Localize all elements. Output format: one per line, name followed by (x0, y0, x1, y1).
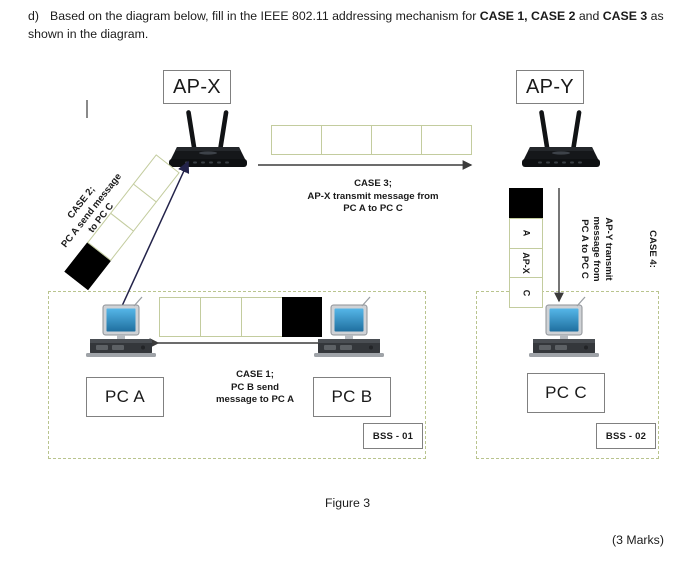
text-cursor-caret (86, 100, 88, 118)
case-4-title-wrapper: CASE 4: (645, 190, 658, 308)
pc-c-label: PC C (545, 383, 587, 402)
figure-caption: Figure 3 (325, 496, 371, 510)
ap-y-router-icon (522, 110, 600, 167)
pc-c-label-box: PC C (527, 373, 605, 413)
case-1-cell-1[interactable] (159, 297, 201, 337)
ap-x-label-box: AP-X (163, 70, 231, 104)
case-1-caption: CASE 1; PC B send message to PC A (185, 369, 325, 407)
case-4-arrow (554, 188, 564, 303)
case-1-cell-2[interactable] (200, 297, 242, 337)
question-part-3: as shown in the diagram. (28, 9, 664, 41)
case-4-cell-3[interactable]: AP-X (509, 247, 543, 279)
case-3-caption: CASE 3; AP-X transmit message from PC A … (283, 178, 463, 216)
pc-b-label: PC B (331, 387, 373, 406)
case-3-cell-3[interactable] (371, 125, 422, 155)
case-3-line3: PC A to PC C (343, 203, 403, 215)
case-3-arrow (258, 160, 473, 170)
ap-x-label: AP-X (173, 75, 221, 98)
bss-01-label-box: BSS - 01 (363, 423, 423, 449)
bss-01-label: BSS - 01 (372, 430, 414, 442)
case-4-cell-3-text: AP-X (520, 252, 531, 274)
case-3-title: CASE 3; (354, 178, 392, 189)
pc-b-computer-icon (314, 296, 384, 357)
question-label: d) (28, 9, 39, 23)
case-3-cell-4[interactable] (421, 125, 472, 155)
case-1-line2: PC B send (231, 381, 279, 393)
ap-y-label-box: AP-Y (516, 70, 584, 104)
case-3-cell-1[interactable] (271, 125, 322, 155)
case-1-cell-4[interactable] (282, 297, 322, 337)
case-4-cell-2[interactable]: A (509, 217, 543, 249)
case-3-frame-strip (271, 125, 475, 155)
case-4-line4: PC A to PC C (578, 219, 590, 279)
question-bold-2: CASE 3 (602, 9, 648, 23)
pc-b-label-box: PC B (313, 377, 391, 417)
pc-a-label-box: PC A (86, 377, 164, 417)
pc-a-label: PC A (105, 387, 145, 406)
bss-region-01 (48, 291, 426, 459)
bss-02-label: BSS - 02 (605, 430, 647, 442)
case-3-cell-2[interactable] (321, 125, 372, 155)
case-1-frame-strip (159, 297, 383, 337)
question-body: Based on the diagram below, fill in the … (28, 9, 664, 41)
case-3-line2: AP-X transmit message from (307, 190, 439, 202)
pc-a-computer-icon (86, 296, 156, 357)
case-4-caption-wrapper: AP-Y transmit message from PC A to PC C … (566, 190, 666, 308)
question-part-1: Based on the diagram below, fill in the … (50, 9, 480, 23)
question-part-2: and (575, 9, 603, 23)
question-bold-1: CASE 1, CASE 2 (479, 9, 576, 23)
case-4-caption: AP-Y transmit message from PC A to PC C (577, 190, 614, 308)
case-1-cell-3[interactable] (241, 297, 283, 337)
case-4-frame-strip: A AP-X C (509, 188, 543, 308)
case-4-cell-4-text: C (521, 289, 531, 296)
case-1-title: CASE 1; (236, 369, 274, 380)
case-4-line3: message from (590, 216, 602, 282)
case-4-line2: AP-Y transmit (603, 217, 614, 281)
question-text: d) Based on the diagram below, fill in t… (28, 8, 683, 43)
pc-a-to-ap-x-arrow (121, 160, 190, 307)
case-4-cell-1[interactable] (509, 188, 543, 219)
bss-02-label-box: BSS - 02 (596, 423, 656, 449)
case-4-title: CASE 4: (647, 230, 658, 268)
bss-region-02 (476, 291, 659, 459)
case-4-cell-2-text: A (521, 229, 531, 237)
ap-y-label: AP-Y (526, 75, 574, 98)
pc-c-computer-icon (529, 296, 599, 357)
case-4-cell-4[interactable]: C (509, 277, 543, 308)
marks-label: (3 Marks) (612, 533, 664, 547)
case-1-line3: message to PC A (215, 394, 295, 406)
